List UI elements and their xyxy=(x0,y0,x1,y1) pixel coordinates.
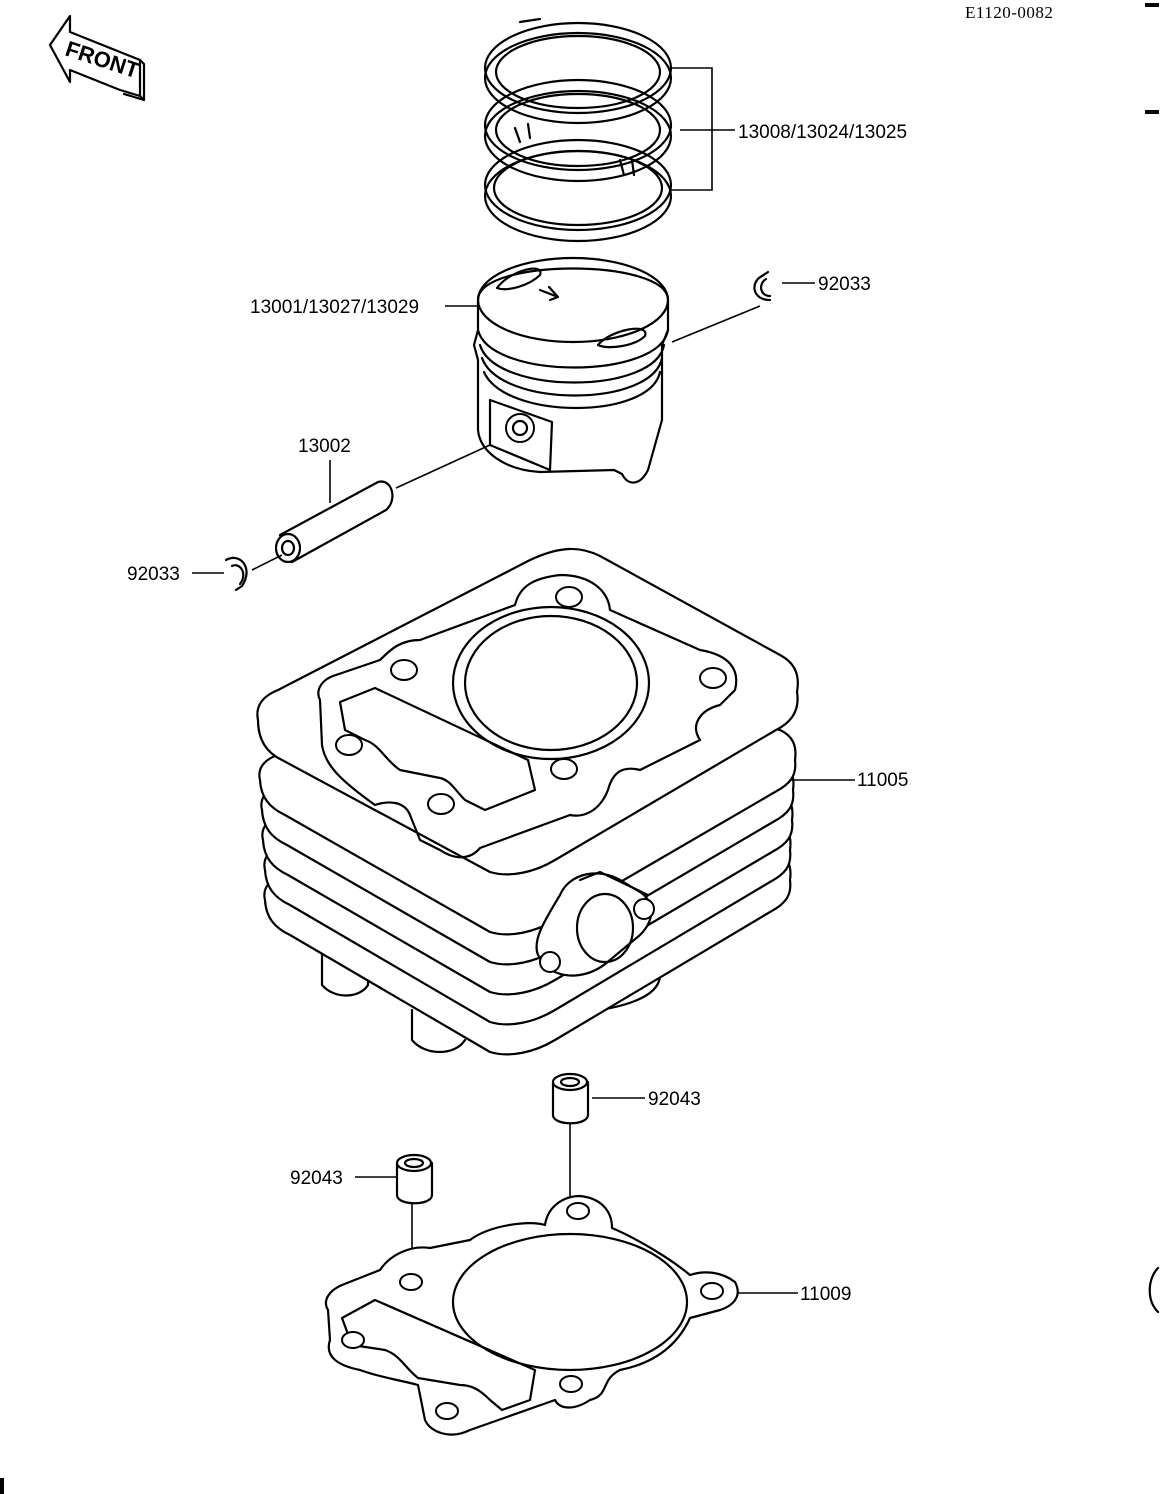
pin-axis-line xyxy=(251,554,283,571)
edge-mark xyxy=(1145,110,1159,114)
front-arrow-icon: FRONT xyxy=(48,14,146,102)
label-circlip-right: 92033 xyxy=(818,274,871,295)
label-gasket: 11009 xyxy=(800,1284,851,1305)
dowel-pin-right xyxy=(551,1072,590,1125)
diagram-id: E1120-0082 xyxy=(965,3,1053,22)
piston xyxy=(472,256,670,484)
label-piston-pin: 13002 xyxy=(298,436,351,457)
cylinder-block xyxy=(256,547,799,1056)
rings-leader xyxy=(670,67,735,191)
circlip-left xyxy=(224,556,248,592)
edge-mark xyxy=(0,1478,4,1494)
label-rings: 13008/13024/13025 xyxy=(738,122,907,143)
front-label: FRONT xyxy=(62,36,142,83)
pin-axis-line xyxy=(671,305,761,343)
base-gasket xyxy=(324,1194,739,1436)
label-dowel-right: 92043 xyxy=(648,1089,701,1110)
dowel-pin-left xyxy=(395,1153,434,1205)
label-circlip-left: 92033 xyxy=(127,564,180,585)
label-dowel-left: 92043 xyxy=(290,1168,343,1189)
edge-mark xyxy=(1145,3,1159,7)
label-cylinder: 11005 xyxy=(857,770,908,791)
pin-axis-line xyxy=(395,444,491,489)
piston-pin xyxy=(274,480,394,564)
label-piston: 13001/13027/13029 xyxy=(250,297,419,318)
edge-mark xyxy=(1148,1266,1160,1314)
piston-rings xyxy=(483,17,673,243)
circlip-right xyxy=(753,270,772,302)
